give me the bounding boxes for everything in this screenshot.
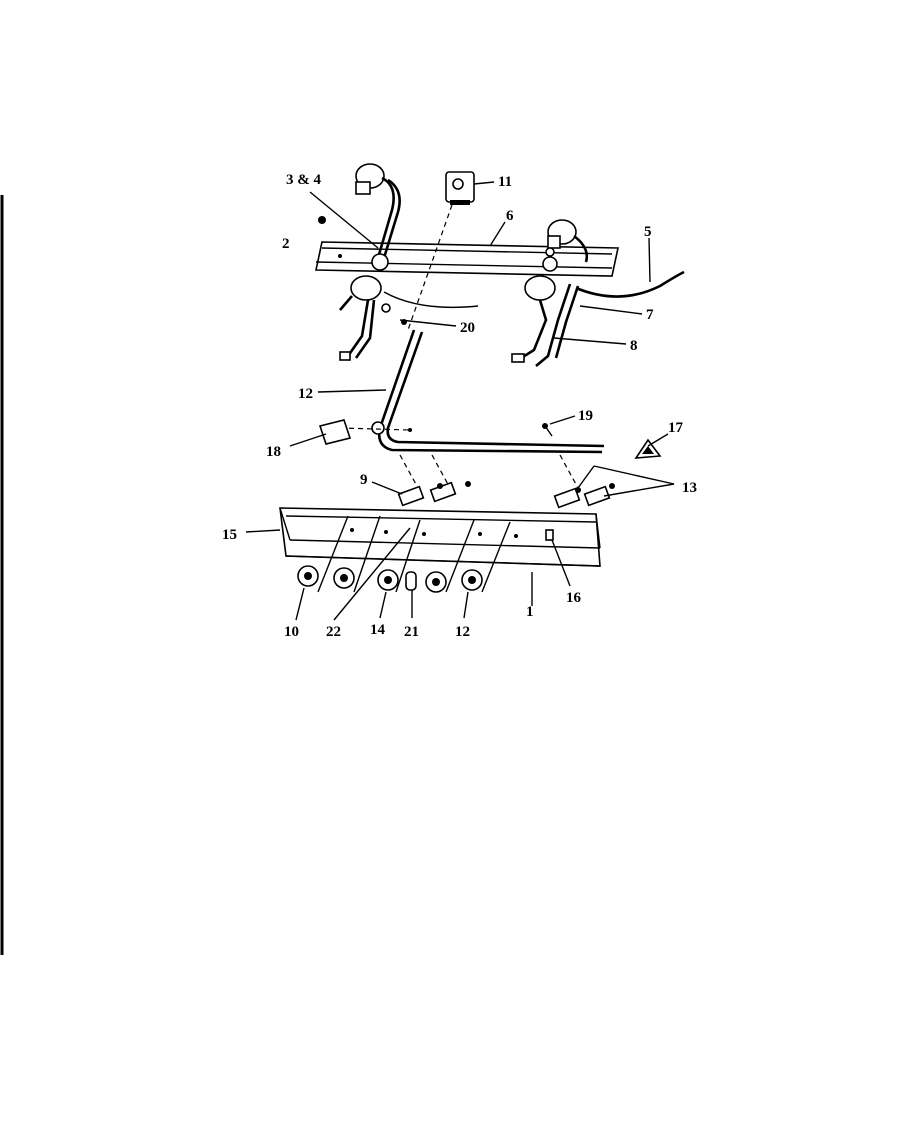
- callout-16: 16: [566, 590, 582, 606]
- callout-3-4: 3 & 4: [286, 172, 321, 188]
- callout-6: 6: [506, 208, 514, 224]
- callout-14: 14: [370, 622, 386, 638]
- valve-stem-lines: [317, 515, 511, 593]
- burner-support-bar: [315, 241, 619, 277]
- bracket-18: [318, 419, 352, 445]
- callout-10: 10: [284, 624, 299, 640]
- valve-clips: [397, 454, 615, 509]
- callout-8: 8: [630, 338, 638, 354]
- burner-valve-right-front: [511, 275, 580, 367]
- callout-21: 21: [404, 624, 419, 640]
- burner-valve-left-rear: [355, 163, 401, 259]
- callout-19: 19: [578, 408, 593, 424]
- orifice-fitting: [381, 303, 407, 325]
- control-knobs: [297, 565, 483, 593]
- callout-15: 15: [222, 527, 237, 543]
- assembly-guide-line: [407, 204, 453, 331]
- screw-19: [542, 423, 553, 437]
- gas-supply-tube: [575, 270, 685, 298]
- callout-20: 20: [460, 320, 475, 336]
- valve-center: [371, 247, 558, 272]
- callout-2: 2: [282, 236, 290, 252]
- screw-icon: [318, 216, 326, 224]
- leader-lines: [245, 181, 675, 621]
- callout-13: 13: [682, 480, 697, 496]
- callout-7: 7: [646, 307, 654, 323]
- callout-12-upper: 12: [298, 386, 313, 402]
- callout-12-lower: 12: [455, 624, 470, 640]
- callout-9: 9: [360, 472, 368, 488]
- burner-valve-right-rear: [547, 219, 589, 263]
- callout-1: 1: [526, 604, 534, 620]
- callout-18: 18: [266, 444, 281, 460]
- control-panel-channel: [279, 507, 601, 567]
- ignition-module: [445, 171, 475, 205]
- callout-17: 17: [668, 420, 684, 436]
- tube-left: [383, 291, 479, 309]
- manifold-pipe: [339, 329, 605, 454]
- callout-5: 5: [644, 224, 652, 240]
- callout-11: 11: [498, 174, 512, 190]
- burner-valve-left-front: [339, 275, 382, 361]
- callout-22: 22: [326, 624, 341, 640]
